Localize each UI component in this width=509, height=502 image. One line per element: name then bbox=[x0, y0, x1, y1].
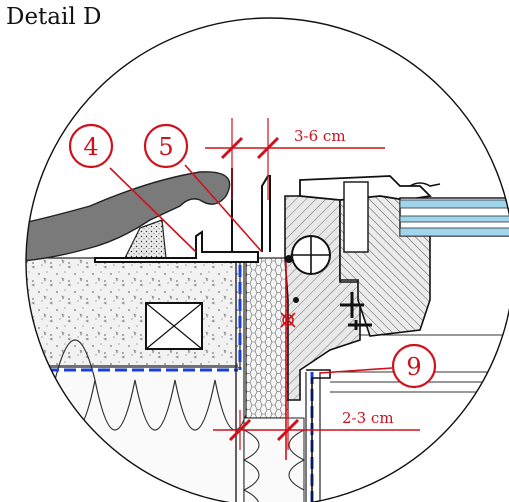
red-seal-mark bbox=[280, 312, 296, 328]
flashing-profile-right bbox=[261, 175, 271, 252]
dimension-upper-label: 3-6 cm bbox=[294, 127, 346, 145]
lower-wall-insulation bbox=[243, 417, 305, 502]
callout-9-label: 9 bbox=[406, 353, 421, 381]
callout-5-label: 5 bbox=[158, 133, 173, 161]
roof-tile bbox=[26, 171, 231, 263]
concrete-slab bbox=[26, 257, 241, 369]
detail-title: Detail D bbox=[6, 4, 102, 30]
sealant-bead bbox=[285, 255, 293, 263]
lower-insulation-pattern bbox=[242, 429, 306, 502]
dimension-upper: 3-6 cm bbox=[205, 118, 385, 200]
timber-block bbox=[145, 302, 203, 350]
glazing-bead bbox=[409, 182, 441, 187]
sealant-bead-2 bbox=[293, 297, 299, 303]
mineral-wool-insulation bbox=[26, 368, 240, 502]
insulation-pattern bbox=[54, 339, 256, 431]
glazing-unit bbox=[399, 197, 509, 237]
dimension-lower: 2-3 cm bbox=[213, 409, 420, 450]
sash-inner-profile bbox=[343, 181, 369, 253]
drain-pipe bbox=[291, 235, 331, 275]
callout-9: 9 bbox=[319, 343, 437, 389]
hex-insulation-board bbox=[245, 257, 289, 419]
detail-circle bbox=[25, 17, 509, 502]
sheet-flashing bbox=[94, 230, 259, 263]
callout-5: 5 bbox=[143, 123, 263, 253]
callout-4-label: 4 bbox=[83, 133, 98, 161]
dimension-lower-label: 2-3 cm bbox=[342, 409, 394, 427]
lower-frame-profile bbox=[306, 369, 331, 502]
section-content bbox=[26, 168, 509, 502]
callout-4: 4 bbox=[68, 123, 197, 253]
gasket-cross bbox=[340, 292, 372, 330]
